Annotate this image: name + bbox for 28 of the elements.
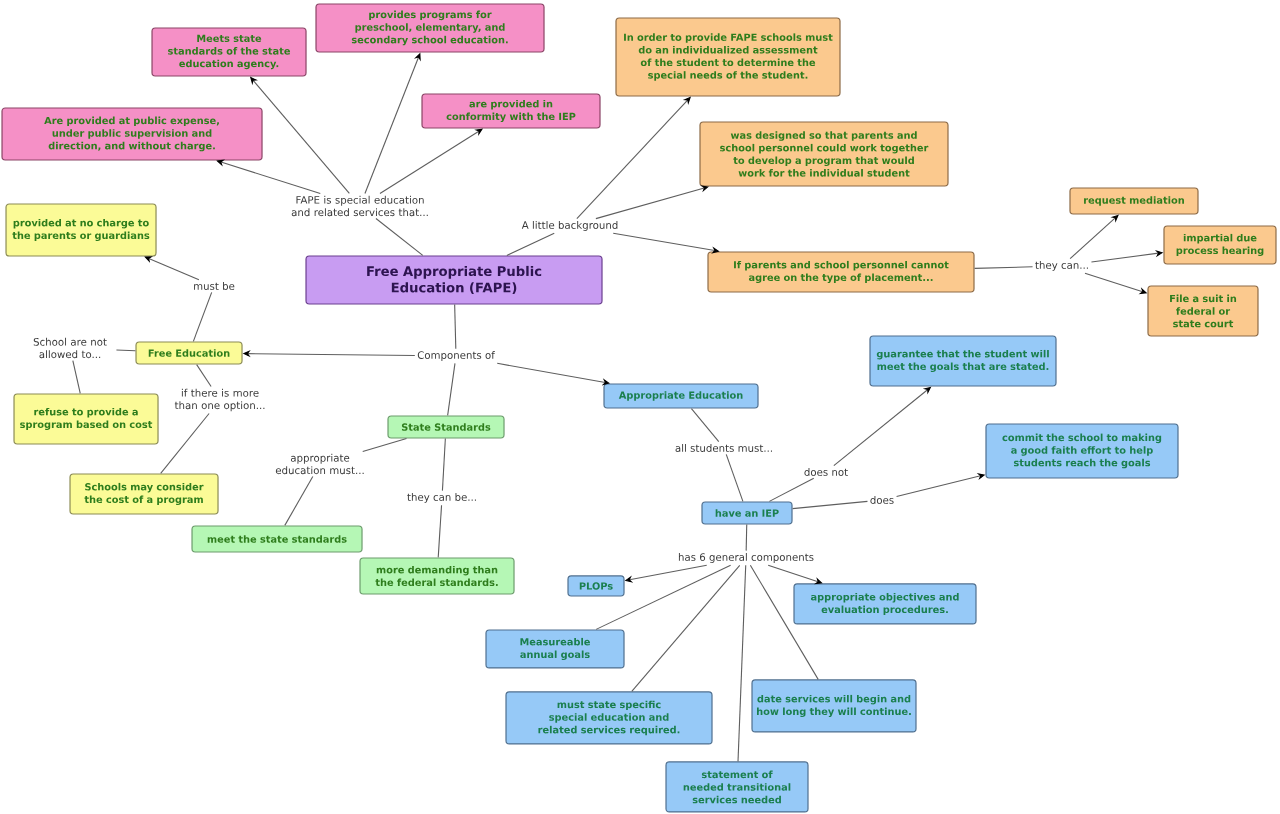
connector-line <box>749 564 819 680</box>
arrow <box>216 159 321 194</box>
connector-line <box>974 266 1034 269</box>
connector-line <box>595 564 732 630</box>
connector-line <box>768 477 815 502</box>
connector-line <box>160 412 210 474</box>
connector-line <box>72 359 81 394</box>
connector-line <box>437 504 443 558</box>
connector-line <box>375 218 424 256</box>
connector-line <box>454 304 457 350</box>
connector-line <box>690 408 720 443</box>
connector-line <box>737 564 747 762</box>
connector-line <box>447 362 456 416</box>
connector-line <box>441 438 446 492</box>
arrow <box>767 564 823 585</box>
connector-line <box>745 524 748 552</box>
arrow <box>1069 214 1119 260</box>
connector-line <box>196 364 212 387</box>
connector-line <box>192 291 213 342</box>
connector-line <box>284 475 314 526</box>
connector-line <box>725 453 744 502</box>
arrow <box>144 256 200 281</box>
connector-line <box>115 349 136 352</box>
arrow <box>595 185 709 220</box>
connector-line <box>792 500 868 510</box>
connector-line <box>631 564 741 692</box>
connector-line <box>506 232 555 256</box>
connector-line <box>362 438 408 452</box>
